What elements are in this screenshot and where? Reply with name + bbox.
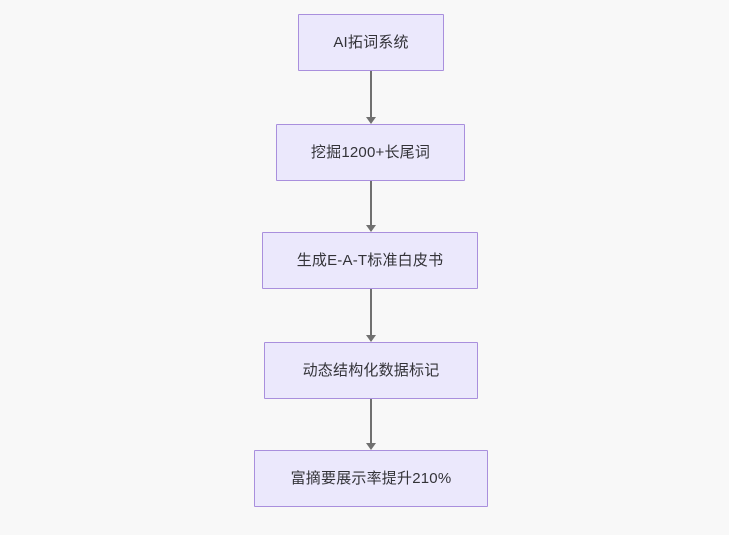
- node-label: 挖掘1200+长尾词: [310, 144, 431, 161]
- flowchart-node-dynamic-structured-data-markup[interactable]: 动态结构化数据标记: [264, 342, 478, 399]
- flowchart-node-mine-longtail-keywords[interactable]: 挖掘1200+长尾词: [276, 124, 465, 181]
- flowchart-node-ai-keyword-system[interactable]: AI拓词系统: [298, 14, 444, 71]
- flowchart-node-generate-eat-whitepaper[interactable]: 生成E-A-T标准白皮书: [262, 232, 478, 289]
- node-label: 动态结构化数据标记: [302, 362, 440, 379]
- node-label: AI拓词系统: [333, 34, 409, 51]
- flowchart-node-rich-snippet-impression-lift[interactable]: 富摘要展示率提升210%: [254, 450, 488, 507]
- node-label: 生成E-A-T标准白皮书: [296, 252, 444, 269]
- node-label: 富摘要展示率提升210%: [290, 470, 452, 487]
